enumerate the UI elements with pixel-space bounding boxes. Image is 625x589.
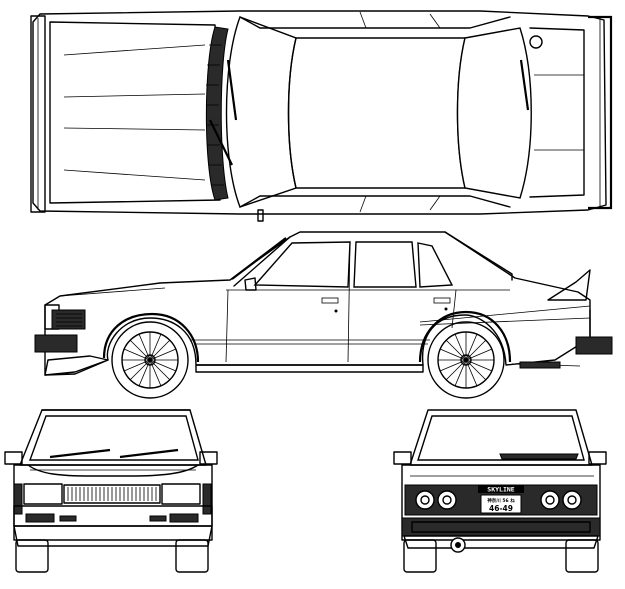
- front-view: [4, 409, 218, 573]
- front-tyre-right: [175, 539, 209, 573]
- rear-tyre-right: [565, 539, 599, 573]
- rear-tyre-left: [403, 539, 437, 573]
- rear-badge: SKYLINE: [487, 486, 514, 494]
- rear-badge-bg: [478, 485, 524, 493]
- side-rear-handle: [433, 297, 451, 304]
- rear-bumper: [401, 517, 601, 537]
- front-grille: [63, 484, 161, 504]
- rear-mirror-left: [393, 451, 412, 465]
- front-mirror-left: [4, 451, 23, 465]
- rear-spoiler-lip: [499, 453, 579, 460]
- top-rear-spoiler: [588, 15, 613, 210]
- top-view: [30, 10, 613, 222]
- front-tyre-left: [15, 539, 49, 573]
- front-windshield: [29, 415, 199, 461]
- top-windshield: [225, 16, 297, 208]
- side-rear-bumper: [575, 336, 613, 355]
- top-rear-window: [456, 27, 532, 199]
- top-fuel-cap: [529, 35, 543, 49]
- top-roof: [287, 37, 466, 189]
- side-front-wheel: [111, 321, 189, 399]
- top-trunk: [529, 27, 585, 198]
- top-front-bumper: [30, 15, 46, 213]
- rear-lamps-left: [415, 490, 457, 510]
- plate-region: 神奈川 56 ね: [487, 497, 515, 504]
- front-headlamp-left: [23, 483, 63, 505]
- rear-lamps-right: [540, 490, 582, 510]
- side-view: [34, 231, 613, 399]
- top-cowl-vent: [205, 26, 229, 201]
- rear-mirror-right: [588, 451, 607, 465]
- top-body-outline: [32, 10, 607, 215]
- rear-license-plate: 神奈川 56 ね 46-49: [480, 494, 522, 514]
- side-rear-spoiler: [547, 269, 591, 301]
- front-mirror-right: [199, 451, 218, 465]
- side-window-rear: [353, 241, 417, 288]
- side-rear-wheel: [427, 321, 505, 399]
- plate-number: 46-49: [489, 504, 513, 513]
- rear-view: SKYLINE 神奈川 56 ね 46-49: [393, 409, 607, 573]
- rear-body: [401, 464, 601, 541]
- top-hood: [49, 21, 221, 204]
- side-front-handle: [321, 297, 339, 304]
- front-headlamp-right: [161, 483, 201, 505]
- side-window-front: [253, 241, 351, 288]
- top-mirror: [257, 209, 264, 222]
- side-front-bumper: [34, 334, 78, 353]
- side-mirror: [244, 277, 257, 291]
- side-quarter-window: [417, 242, 454, 288]
- rear-window: [417, 415, 585, 461]
